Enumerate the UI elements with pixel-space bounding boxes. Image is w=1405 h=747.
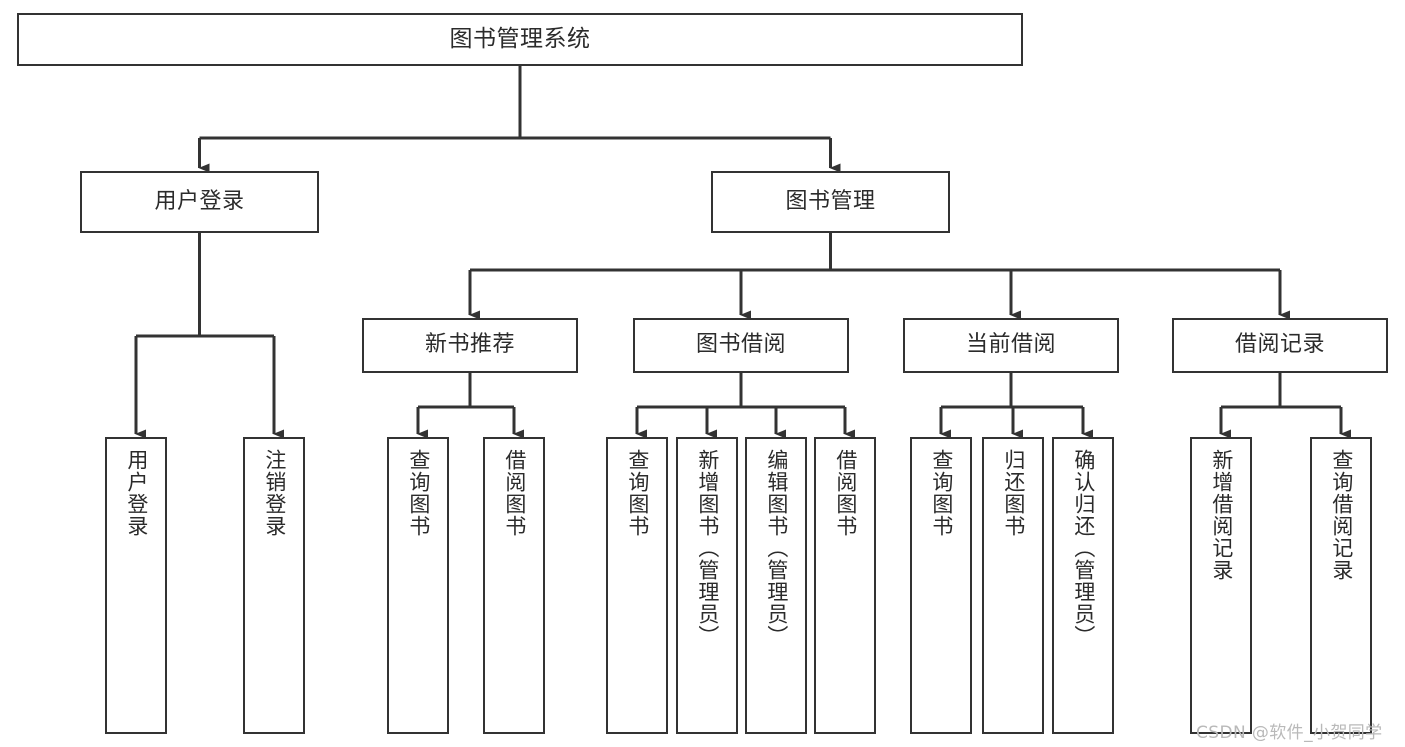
node-leaf-cu-query[interactable]: 查询图书 bbox=[910, 437, 972, 734]
node-leaf-bo-add[interactable]: 新增图书（管理员） bbox=[676, 437, 738, 734]
node-label: 编辑图书（管理员） bbox=[764, 449, 789, 647]
node-label: 注销登录 bbox=[262, 449, 287, 537]
node-newbook[interactable]: 新书推荐 bbox=[362, 318, 578, 373]
node-leaf-re-add[interactable]: 新增借阅记录 bbox=[1190, 437, 1252, 734]
node-label: 归还图书 bbox=[1001, 449, 1026, 537]
node-label: 借阅图书 bbox=[502, 449, 527, 537]
node-label: 当前借阅 bbox=[965, 332, 1056, 358]
node-leaf-bo-lend[interactable]: 借阅图书 bbox=[814, 437, 876, 734]
node-bookmgmt[interactable]: 图书管理 bbox=[711, 171, 950, 233]
node-leaf-cu-confirm[interactable]: 确认归还（管理员） bbox=[1052, 437, 1114, 734]
node-label: 图书管理 bbox=[785, 188, 876, 214]
node-leaf-bo-query[interactable]: 查询图书 bbox=[606, 437, 668, 734]
node-login[interactable]: 用户登录 bbox=[80, 171, 319, 233]
node-leaf-bo-edit[interactable]: 编辑图书（管理员） bbox=[745, 437, 807, 734]
node-label: 图书借阅 bbox=[695, 332, 786, 358]
node-label: 查询图书 bbox=[929, 449, 954, 537]
watermark-label: CSDN @软件_小贺同学 bbox=[1196, 723, 1383, 743]
node-label: 确认归还（管理员） bbox=[1071, 449, 1096, 647]
node-leaf-cu-return[interactable]: 归还图书 bbox=[982, 437, 1044, 734]
node-label: 查询借阅记录 bbox=[1329, 449, 1354, 581]
node-current[interactable]: 当前借阅 bbox=[903, 318, 1119, 373]
node-leaf-re-query[interactable]: 查询借阅记录 bbox=[1310, 437, 1372, 734]
node-borrow[interactable]: 图书借阅 bbox=[633, 318, 849, 373]
node-label: 借阅记录 bbox=[1234, 332, 1325, 358]
node-leaf-new-borrow[interactable]: 借阅图书 bbox=[483, 437, 545, 734]
node-label: 用户登录 bbox=[124, 449, 149, 537]
node-label: 新增图书（管理员） bbox=[695, 449, 720, 647]
node-leaf-user-logout[interactable]: 注销登录 bbox=[243, 437, 305, 734]
node-records[interactable]: 借阅记录 bbox=[1172, 318, 1388, 373]
node-leaf-new-query[interactable]: 查询图书 bbox=[387, 437, 449, 734]
node-root[interactable]: 图书管理系统 bbox=[17, 13, 1023, 66]
edge-group bbox=[134, 66, 1351, 439]
node-label: 用户登录 bbox=[154, 188, 245, 214]
node-label: 查询图书 bbox=[406, 449, 431, 537]
node-leaf-user-login[interactable]: 用户登录 bbox=[105, 437, 167, 734]
node-label: 借阅图书 bbox=[833, 449, 858, 537]
node-label: 图书管理系统 bbox=[449, 25, 591, 52]
node-label: 查询图书 bbox=[625, 449, 650, 537]
node-label: 新增借阅记录 bbox=[1209, 449, 1234, 581]
node-label: 新书推荐 bbox=[424, 332, 515, 358]
